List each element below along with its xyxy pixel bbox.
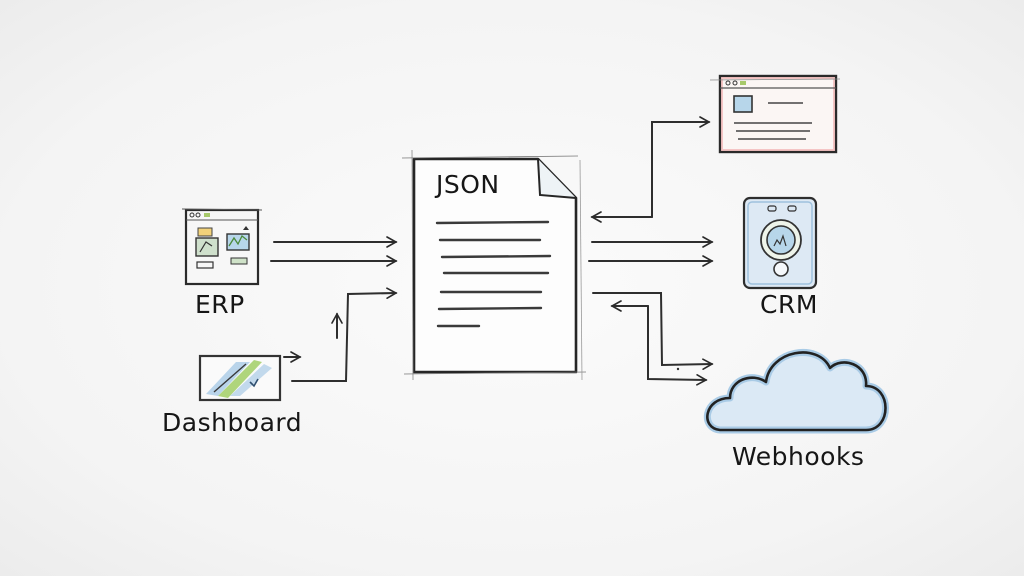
json-line [440,254,552,259]
arrow-json-webhooks-1 [592,292,714,370]
arrow-json-webhooks-2 [647,305,708,386]
json-document-icon [401,149,587,381]
json-text-lines [435,220,552,328]
json-line [435,220,550,225]
webhooks-label: Webhooks [732,442,865,471]
edges-sources [270,236,398,382]
dashboard-label: Dashboard [162,408,303,437]
crm-device-icon [742,196,818,290]
arrow-dashboard-json [291,287,398,382]
json-line [437,306,543,311]
erp-window-icon [181,208,263,286]
dashboard-chart-icon [198,354,282,402]
browser-window-icon [709,74,841,154]
cloud-icon [703,349,889,434]
json-label: JSON [436,170,500,199]
crm-label: CRM [760,290,818,319]
erp-label: ERP [195,290,245,319]
arrow-json-webpage [651,116,711,218]
edges-targets [588,116,714,386]
